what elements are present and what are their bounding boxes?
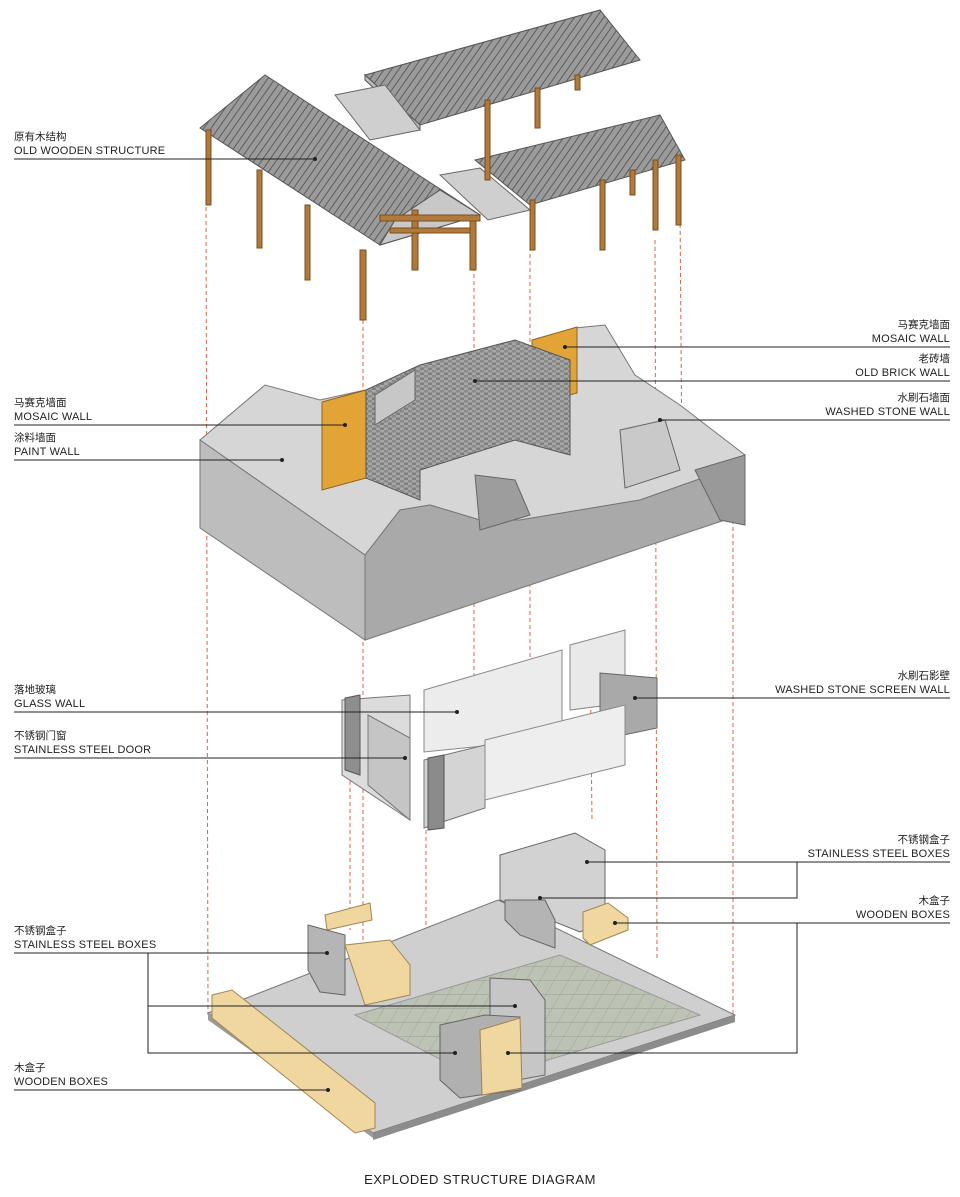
- glass-door-layer: [341, 629, 658, 831]
- label-zh: 涂料墙面: [14, 432, 56, 444]
- label-en: STAINLESS STEEL BOXES: [14, 939, 157, 951]
- label-washed-stone-screen-wall: 水刷石影壁 WASHED STONE SCREEN WALL: [775, 669, 950, 697]
- floor-boxes-layer: [206, 832, 737, 1140]
- label-en: MOSAIC WALL: [871, 333, 950, 345]
- label-wooden-boxes-right: 木盒子 WOODEN BOXES: [856, 894, 950, 922]
- label-stainless-steel-door: 不锈钢门窗 STAINLESS STEEL DOOR: [14, 729, 151, 757]
- label-zh: 木盒子: [14, 1062, 46, 1074]
- label-stainless-steel-boxes-left: 不锈钢盒子 STAINLESS STEEL BOXES: [14, 924, 156, 952]
- label-paint-wall: 涂料墙面 PAINT WALL: [14, 431, 80, 459]
- label-zh: 不锈钢门窗: [14, 730, 67, 742]
- label-stainless-steel-boxes-right: 不锈钢盒子 STAINLESS STEEL BOXES: [808, 833, 950, 861]
- label-en: WASHED STONE SCREEN WALL: [775, 684, 950, 696]
- label-mosaic-wall-right: 马赛克墙面 MOSAIC WALL: [872, 318, 950, 346]
- label-zh: 水刷石影壁: [897, 670, 951, 682]
- label-en: OLD BRICK WALL: [855, 367, 950, 379]
- label-zh: 马赛克墙面: [14, 397, 67, 409]
- label-en: WASHED STONE WALL: [825, 406, 950, 418]
- walls-layer: [199, 324, 746, 641]
- label-en: OLD WOODEN STRUCTURE: [14, 145, 166, 157]
- label-en: STAINLESS STEEL BOXES: [807, 848, 950, 860]
- label-mosaic-wall-left: 马赛克墙面 MOSAIC WALL: [14, 396, 92, 424]
- label-en: MOSAIC WALL: [14, 411, 93, 423]
- old-wooden-structure: [199, 9, 686, 321]
- label-zh: 落地玻璃: [14, 684, 56, 696]
- label-en: PAINT WALL: [14, 446, 80, 458]
- label-glass-wall: 落地玻璃 GLASS WALL: [14, 683, 85, 711]
- label-zh: 原有木结构: [14, 131, 67, 143]
- label-old-wooden-structure: 原有木结构 OLD WOODEN STRUCTURE: [14, 130, 165, 158]
- label-zh: 老砖墙: [918, 353, 951, 365]
- label-zh: 不锈钢盒子: [897, 834, 951, 846]
- diagram-caption: EXPLODED STRUCTURE DIAGRAM: [364, 1172, 596, 1187]
- label-en: GLASS WALL: [14, 698, 86, 710]
- label-old-brick-wall: 老砖墙 OLD BRICK WALL: [855, 352, 950, 380]
- label-washed-stone-wall: 水刷石墙面 WASHED STONE WALL: [825, 391, 950, 419]
- label-en: WOODEN BOXES: [855, 909, 950, 921]
- label-zh: 不锈钢盒子: [14, 925, 67, 937]
- label-zh: 水刷石墙面: [897, 392, 951, 404]
- label-en: STAINLESS STEEL DOOR: [14, 744, 152, 756]
- label-zh: 马赛克墙面: [897, 319, 951, 331]
- label-en: WOODEN BOXES: [14, 1076, 109, 1088]
- label-wooden-boxes-left: 木盒子 WOODEN BOXES: [14, 1061, 108, 1089]
- leader-lines: [14, 157, 950, 1092]
- label-zh: 木盒子: [918, 895, 951, 907]
